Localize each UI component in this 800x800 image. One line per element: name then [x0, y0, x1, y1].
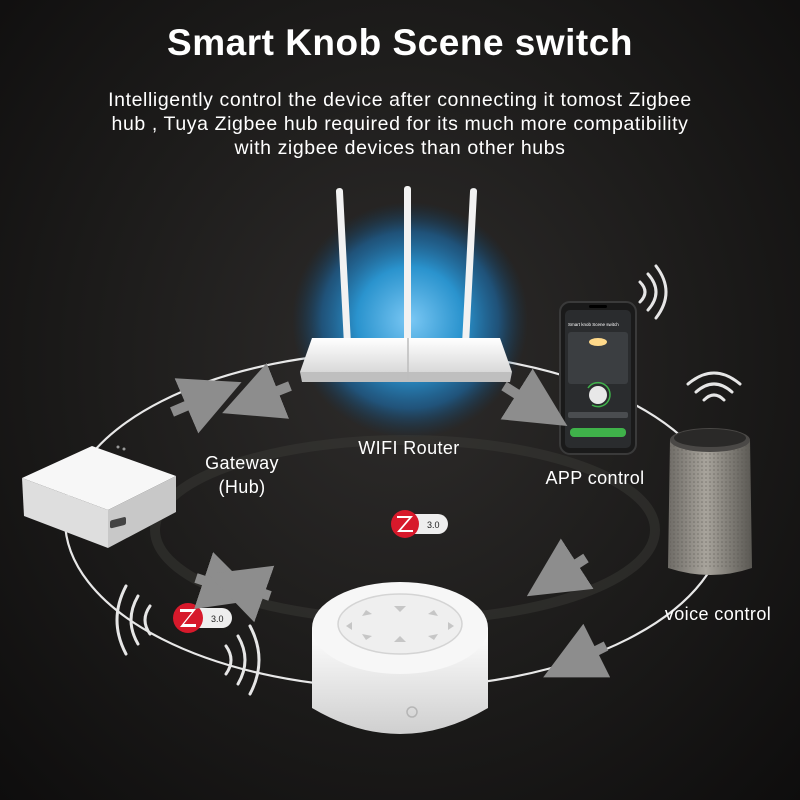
gateway-hub-icon [22, 445, 176, 548]
zigbee-version-label: 3.0 [211, 614, 224, 624]
subtitle-line-1: Intelligently control the device after c… [108, 89, 692, 111]
router-icon [300, 186, 512, 382]
wifi-wave-icon [686, 371, 742, 402]
zigbee-logo-icon: 3.0 [173, 603, 232, 633]
smart-speaker-icon [668, 428, 752, 575]
gateway-label-line-2: (Hub) [218, 477, 266, 497]
page-title: Smart Knob Scene switch [167, 22, 633, 63]
wifi-wave-icon [638, 264, 668, 320]
wifi-wave-icon [224, 624, 261, 696]
arrow-icon [170, 363, 611, 678]
zigbee-version-label: 3.0 [427, 520, 440, 530]
router-label: WIFI Router [358, 438, 460, 458]
voice-control-label: voice control [664, 604, 772, 624]
app-control-label: APP control [545, 468, 645, 488]
gateway-label-line-1: Gateway [205, 453, 279, 473]
subtitle-line-3: with zigbee devices than other hubs [234, 137, 566, 159]
wifi-wave-icon [115, 584, 152, 656]
subtitle-line-2: hub , Tuya Zigbee hub required for its m… [111, 113, 689, 135]
phone-screen-title: Smart knob Scene switch [568, 322, 619, 327]
knob-switch-icon [312, 582, 488, 734]
zigbee-logo-icon: 3.0 [391, 510, 448, 538]
gateway-label: Gateway (Hub) [192, 451, 292, 499]
smartphone-icon: Smart knob Scene switch [559, 301, 637, 455]
page-subtitle: Intelligently control the device after c… [20, 88, 780, 160]
